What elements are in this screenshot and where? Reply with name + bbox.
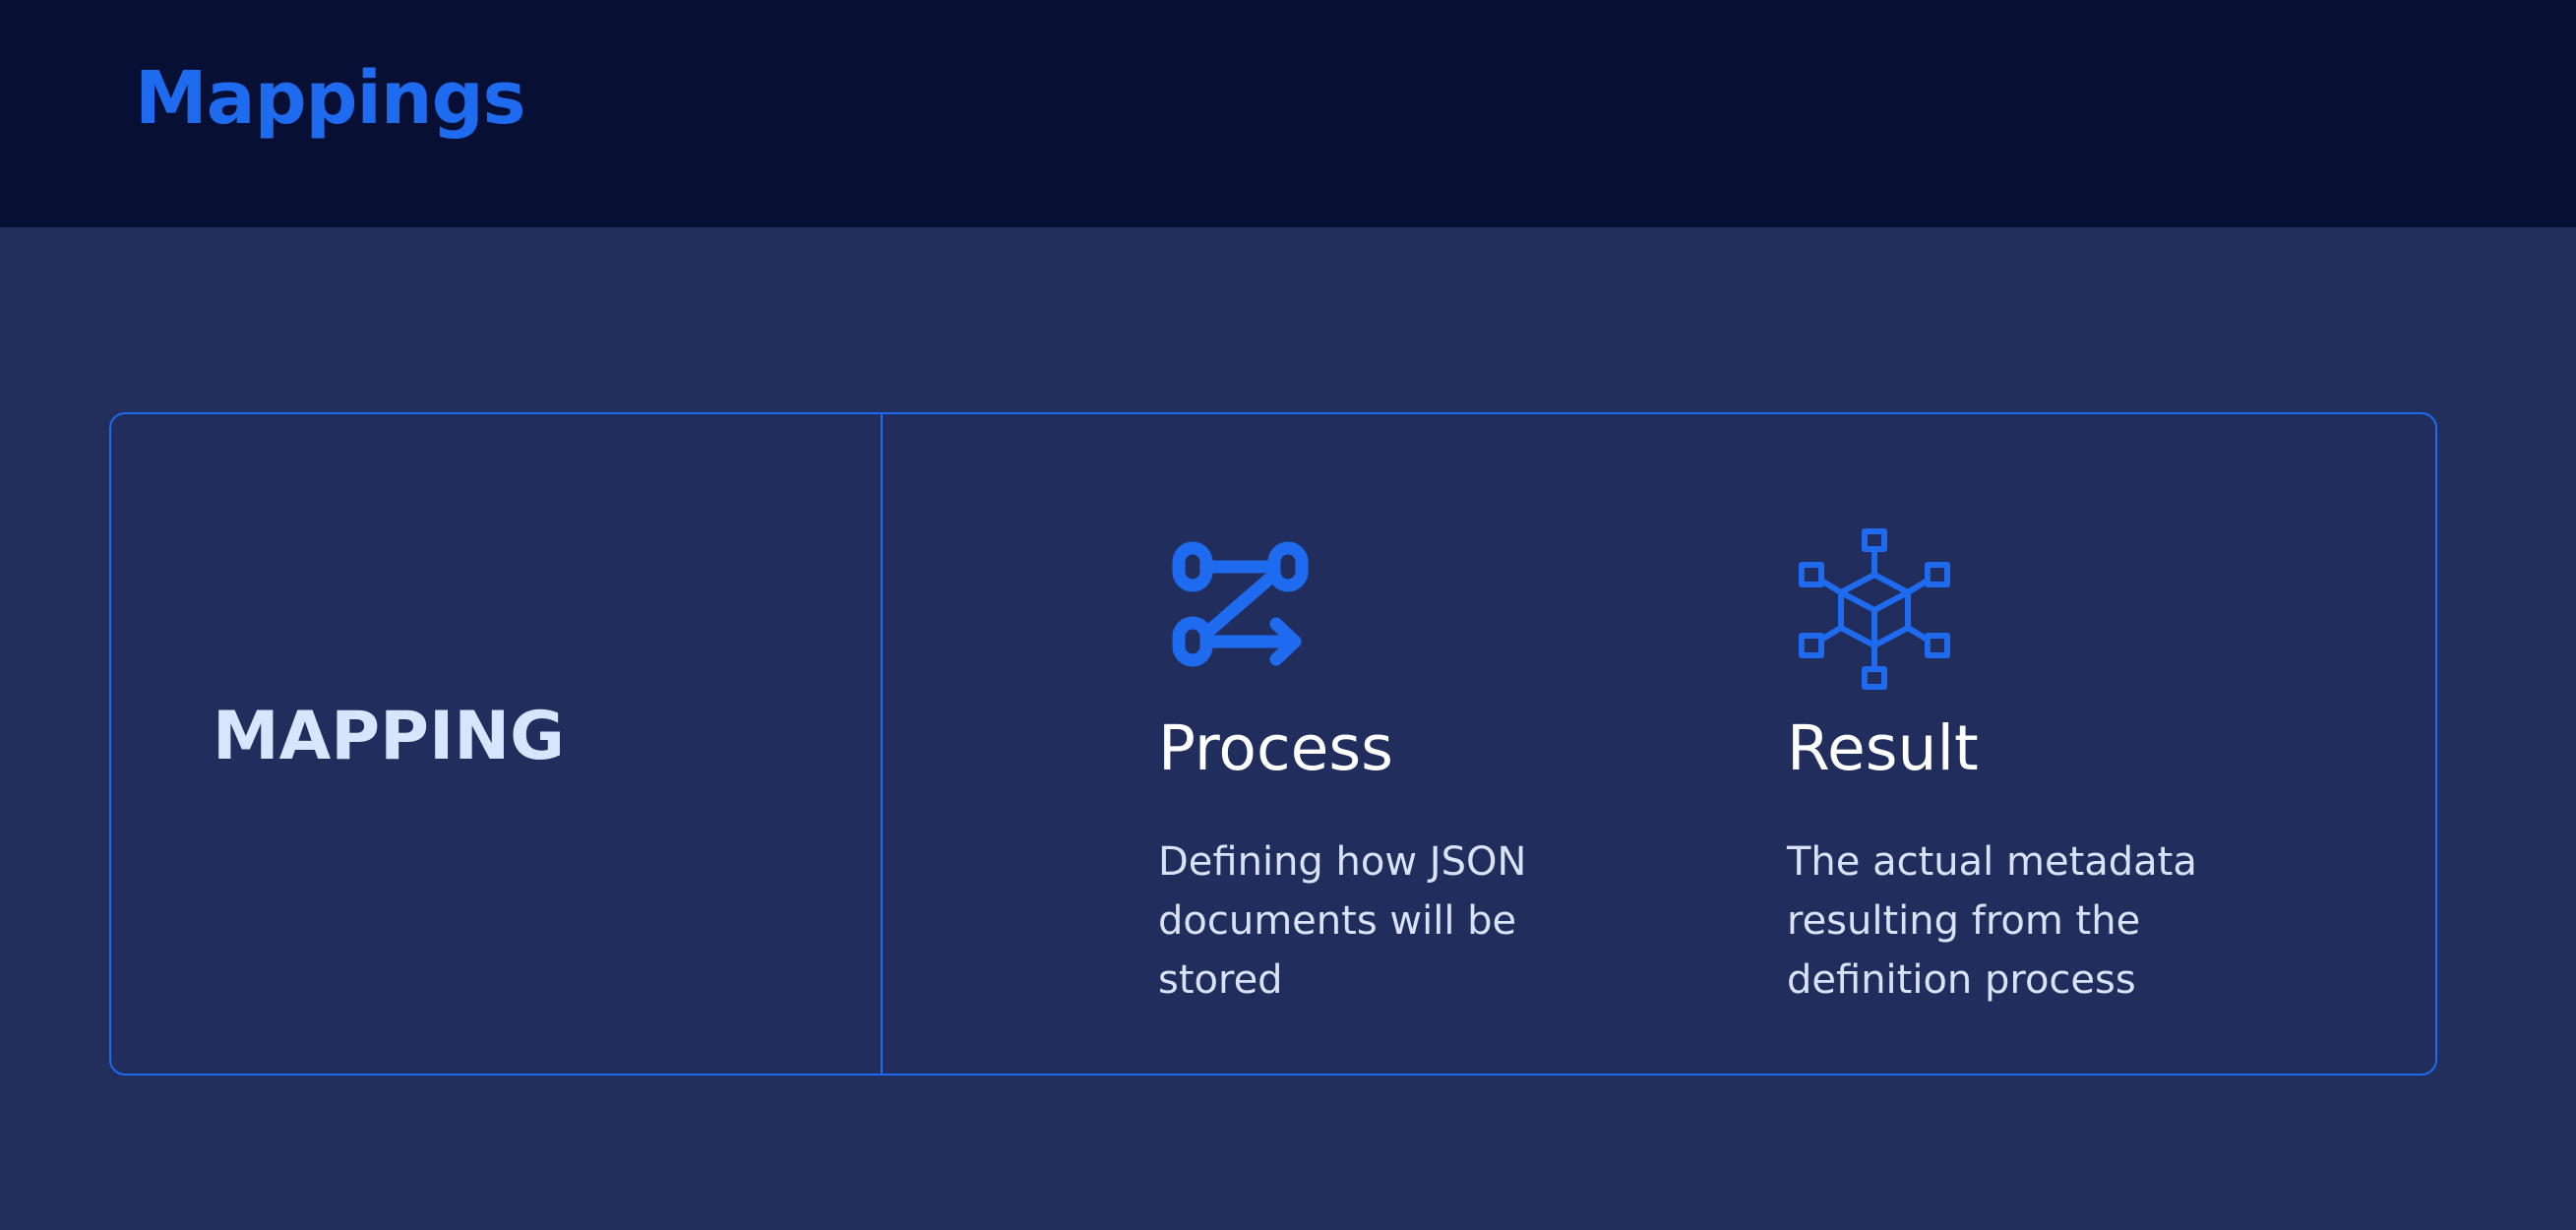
header-bar: Mappings — [0, 0, 2576, 227]
feature-title-process: Process — [1158, 712, 1393, 784]
feature-title-result: Result — [1787, 712, 1979, 784]
network-cube-icon — [1799, 528, 1950, 690]
card-divider — [881, 414, 883, 1074]
page-title: Mappings — [135, 56, 526, 141]
card-label: MAPPING — [213, 698, 565, 775]
feature-desc-result: The actual metadata resulting from the d… — [1787, 839, 2197, 1003]
feature-desc-process: Defining how JSON documents will be stor… — [1158, 839, 1527, 1003]
process-icon — [1172, 541, 1309, 667]
mapping-card: MAPPING Process Defining how JSON docume… — [109, 412, 2437, 1076]
